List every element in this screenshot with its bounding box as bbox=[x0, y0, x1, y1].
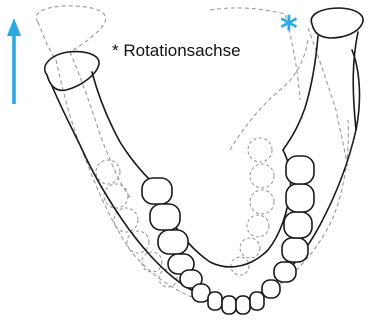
tooth-solid bbox=[236, 296, 250, 314]
tooth-solid bbox=[222, 296, 236, 314]
asterisk-icon: * bbox=[280, 9, 298, 49]
tooth-solid bbox=[282, 238, 308, 262]
left-inner-dashed bbox=[70, 52, 132, 200]
tooth-dashed bbox=[250, 164, 274, 188]
right-ramus-outer-solid bbox=[353, 32, 358, 130]
tooth-solid bbox=[208, 292, 222, 310]
tooth-solid bbox=[150, 204, 180, 230]
tooth-solid bbox=[286, 156, 314, 184]
teeth-solid-front bbox=[208, 292, 264, 314]
teeth-solid-left bbox=[142, 178, 210, 302]
tooth-dashed bbox=[248, 138, 272, 162]
tooth-solid bbox=[274, 262, 296, 282]
tooth-solid bbox=[262, 280, 280, 298]
left-condyle-dashed bbox=[36, 6, 106, 52]
tooth-dashed bbox=[240, 238, 260, 258]
left-condyle-solid bbox=[45, 52, 99, 91]
tooth-solid bbox=[142, 178, 172, 204]
tooth-solid bbox=[250, 292, 264, 310]
tooth-dashed bbox=[250, 190, 274, 214]
tooth-solid bbox=[284, 212, 312, 238]
right-condyle-solid bbox=[311, 8, 363, 38]
tooth-solid bbox=[158, 230, 188, 254]
right-ramus-inner-solid bbox=[283, 36, 318, 150]
teeth-solid-right bbox=[262, 156, 314, 298]
arrow-up-icon bbox=[7, 18, 21, 104]
tooth-dashed bbox=[96, 160, 120, 184]
tooth-dashed bbox=[247, 215, 269, 237]
rotation-axis-label: * Rotationsachse bbox=[112, 41, 241, 60]
tooth-solid bbox=[286, 184, 314, 212]
tooth-dashed bbox=[142, 252, 162, 272]
left-ramus-inner-solid bbox=[92, 72, 150, 180]
right-inner-dashed bbox=[230, 40, 308, 150]
right-ramus-dashed bbox=[308, 28, 348, 170]
